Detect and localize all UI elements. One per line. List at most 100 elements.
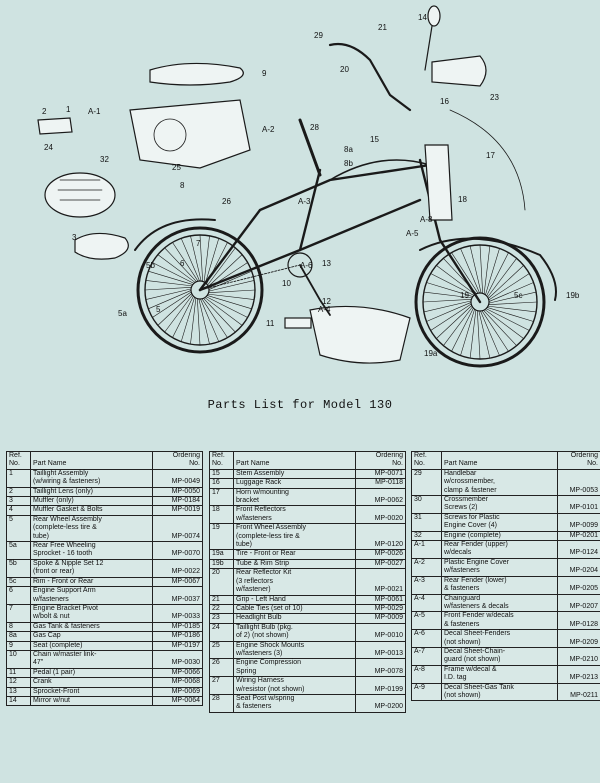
ordering-number-cell: MP-0019 <box>152 505 203 516</box>
callout-label: A-2 <box>262 125 275 134</box>
callout-label: 14 <box>418 13 427 22</box>
ref-cell: 8a <box>6 631 31 642</box>
ordering-number-cell: MP-0061 <box>355 594 406 605</box>
wheel-spoke <box>207 254 243 287</box>
wheel-spoke <box>469 245 482 294</box>
callout-label: 1 <box>66 105 71 114</box>
ref-cell: 14 <box>6 695 31 707</box>
rear-fender-drawing <box>134 218 216 251</box>
ordering-header: Ordering No. <box>355 451 406 470</box>
callout-label: 13 <box>322 259 331 268</box>
wheel-spoke <box>483 245 491 295</box>
part-name-cell: Sprocket-Front <box>30 686 153 697</box>
ref-cell: 11 <box>6 667 31 679</box>
wheel-spoke <box>451 307 474 352</box>
part-name-cell: Taillight Lens (only) <box>30 486 153 498</box>
wheel-spoke <box>197 298 201 346</box>
part-name-cell: Decal Sheet-Chain- guard (not shown) <box>441 646 558 666</box>
part-name-cell: Front Reflectors w/fasteners <box>233 505 356 525</box>
callout-label: 19a <box>424 349 438 358</box>
wheel-spoke <box>208 289 256 293</box>
ordering-number-cell: MP-0124 <box>557 540 600 559</box>
callout-label: A-3 <box>298 197 311 206</box>
ref-header: Ref. No. <box>411 451 442 470</box>
ref-cell: 19 <box>209 523 234 551</box>
wheel-spoke <box>487 265 524 299</box>
ordering-number-cell: MP-0185 <box>152 621 203 633</box>
ref-cell: 12 <box>6 677 31 688</box>
callout-label: 26 <box>222 197 231 206</box>
frame-drawing <box>198 158 482 304</box>
ordering-number-cell: MP-0070 <box>152 541 203 560</box>
ordering-header: Ordering No. <box>557 451 600 470</box>
ref-cell: 7 <box>6 603 31 623</box>
callout-label: 32 <box>100 155 109 164</box>
callout-label: A-4 <box>318 305 331 314</box>
ref-cell: 4 <box>6 505 31 516</box>
ordering-number-cell: MP-0033 <box>152 603 203 623</box>
ordering-header: Ordering No. <box>152 451 203 470</box>
ordering-number-cell: MP-0199 <box>355 676 406 695</box>
front-wheel-drawing <box>414 236 546 368</box>
ordering-number-cell: MP-0101 <box>557 495 600 514</box>
wheel-spoke <box>423 300 472 313</box>
part-name-cell: Decal Sheet-Fenders (not shown) <box>441 629 558 648</box>
ordering-number-cell: MP-0022 <box>152 558 203 578</box>
ordering-number-cell: MP-0030 <box>152 649 203 669</box>
part-name-cell: Crank <box>30 677 153 688</box>
wheel-spoke <box>164 247 197 283</box>
part-name-cell: Gas Tank & fasteners <box>30 621 153 633</box>
part-name-cell: Seat Post w/spring & fasteners <box>233 693 356 713</box>
callout-label: 2 <box>42 107 47 116</box>
part-name-cell: Muffler (only) <box>30 496 153 507</box>
moped-exploded-view: 1235678910111213141516171819202123242526… <box>37 5 580 368</box>
ordering-number-cell: MP-0200 <box>355 693 406 713</box>
ref-cell: 27 <box>209 676 234 695</box>
wheel-spoke <box>180 296 195 342</box>
front-fork-drawing <box>424 144 453 221</box>
wheel-spoke <box>157 254 196 283</box>
callout-label: 17 <box>486 151 495 160</box>
ordering-number-cell: MP-0027 <box>355 558 406 570</box>
part-name-cell: Tube & Rim Strip <box>233 558 356 570</box>
ordering-number-cell: MP-0201 <box>557 530 600 542</box>
pedal-drawing <box>284 317 312 329</box>
wheel-spoke <box>480 310 500 356</box>
callout-label: 11 <box>266 319 275 328</box>
ordering-number-cell: MP-0013 <box>355 640 406 660</box>
ref-cell: 32 <box>411 530 442 542</box>
wheel-spoke <box>484 309 524 339</box>
ref-cell: 15 <box>209 468 234 480</box>
part-name-cell: Rear Fender (upper) w/decals <box>441 540 558 559</box>
wheel-spoke <box>198 298 210 345</box>
name-header: Part Name <box>233 451 356 470</box>
part-name-cell: Plastic Engine Cover w/fasteners <box>441 557 558 577</box>
ref-cell: A-2 <box>411 557 442 577</box>
ordering-number-cell: MP-0020 <box>355 505 406 525</box>
ordering-number-cell: MP-0071 <box>355 468 406 480</box>
part-name-cell: Mirror w/nut <box>30 695 153 707</box>
ref-cell: 19a <box>209 549 234 560</box>
ref-cell: 30 <box>411 495 442 514</box>
callout-label: 19 <box>460 291 469 300</box>
callout-label: 8b <box>344 159 353 168</box>
ordering-number-cell: MP-0029 <box>355 603 406 615</box>
part-name-cell: Rear Fender (lower) & fasteners <box>441 575 558 595</box>
